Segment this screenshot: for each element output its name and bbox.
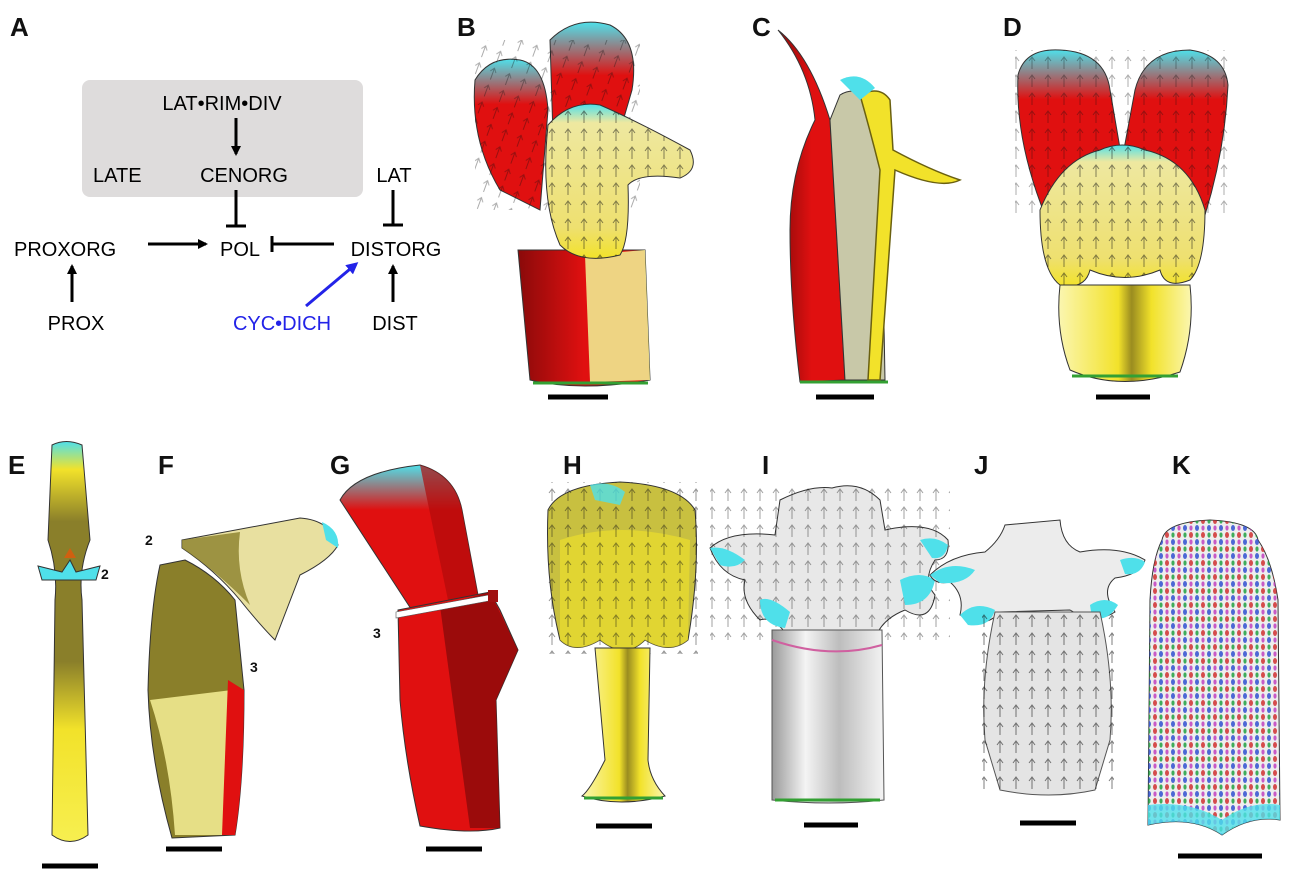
node-pol: POL [220,239,260,261]
panel-label-g: G [330,450,350,480]
panel-i: I [710,450,950,825]
panel-f: F 2 3 [145,450,338,849]
petal-model-e [48,442,90,842]
node-dist: DIST [372,313,418,335]
node-late: LATE [93,165,142,187]
node-cenorg: CENORG [200,165,288,187]
panel-h: H [548,450,699,826]
flower-model-h-tube [582,648,665,802]
arrow-cycdich-distorg [306,264,356,306]
panel-g: G 3 [330,450,518,849]
panel-label-j: J [974,450,988,480]
node-prox: PROX [48,313,105,335]
panel-label-i: I [762,450,769,480]
node-lat: LAT [376,165,411,187]
panel-label-e: E [8,450,25,480]
panel-label-c: C [752,12,771,42]
panel-c: C [752,12,960,397]
flower-model-d-tube [1059,285,1192,382]
panel-label-k: K [1172,450,1191,480]
panel-label-a: A [10,12,29,42]
panel-a: A LAT•RIM•DIV LATE CENORG LAT PROXORG PO… [10,12,441,335]
panel-label-f: F [158,450,174,480]
boundary-label-f-2: 2 [145,532,153,548]
flower-model-i-tube [772,630,884,803]
boundary-label-e-2: 2 [101,566,109,582]
panel-b: B [457,12,693,397]
node-cyc-dich: CYC•DICH [233,313,331,335]
panel-k: K [1148,450,1280,856]
panel-d: D [1003,12,1230,397]
boundary-label-f-3: 3 [250,659,258,675]
panel-label-h: H [563,450,582,480]
panel-label-d: D [1003,12,1022,42]
panel-label-b: B [457,12,476,42]
node-distorg: DISTORG [351,239,442,261]
boundary-label-g-3: 3 [373,625,381,641]
node-proxorg: PROXORG [14,239,116,261]
node-lat-rim-div: LAT•RIM•DIV [162,93,282,115]
panel-j: J [930,450,1145,823]
panel-e: E 2 [8,442,109,867]
